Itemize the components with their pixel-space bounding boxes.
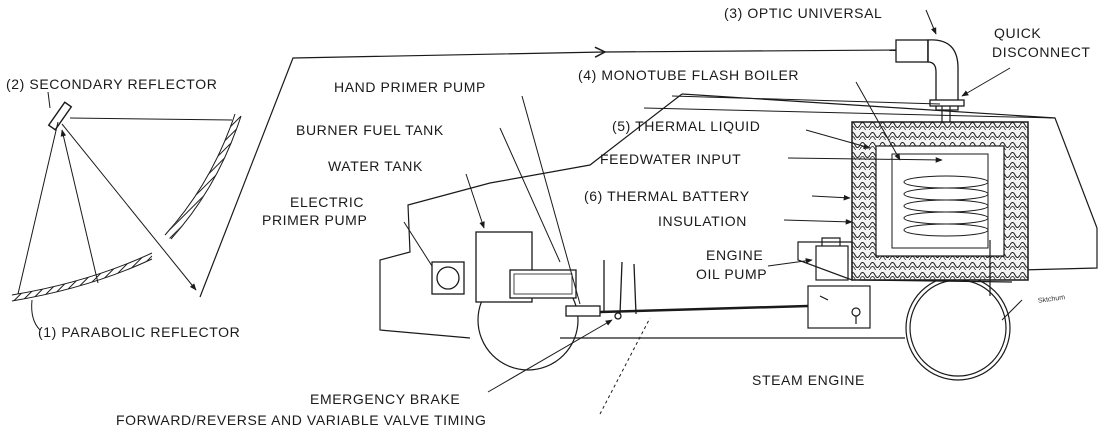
label-electric-primer-pump-1: ELECTRIC (290, 194, 365, 210)
parabolic-reflector-upper (165, 114, 241, 240)
hand-primer-pump (565, 305, 601, 317)
label-engine-oil-pump-1: ENGINE (706, 247, 764, 263)
boiler-coil (903, 175, 989, 237)
label-water-tank: WATER TANK (328, 158, 423, 174)
label-forward-reverse: FORWARD/REVERSE AND VARIABLE VALVE TIMIN… (116, 412, 487, 428)
label-insulation: INSULATION (658, 213, 747, 229)
engine-components (797, 237, 1013, 329)
tanks-pumps (431, 231, 809, 320)
leader-lines (403, 9, 1056, 415)
steam-engine-block (807, 285, 871, 329)
label-monotube-flash-boiler: (4) MONOTUBE FLASH BOILER (578, 67, 800, 83)
solar-collector (11, 50, 897, 331)
vehicle-body (379, 93, 1098, 339)
label-optic-universal: (3) OPTIC UNIVERSAL (724, 5, 883, 21)
water-tank (475, 231, 533, 303)
optic-universal (895, 39, 965, 181)
label-feedwater-input: FEEDWATER INPUT (600, 151, 742, 167)
label-secondary-reflector: (2) SECONDARY REFLECTOR (6, 76, 218, 92)
label-electric-primer-pump-2: PRIMER PUMP (262, 212, 368, 228)
label-quick-disconnect-2: DISCONNECT (992, 44, 1091, 60)
label-hand-primer-pump: HAND PRIMER PUMP (334, 79, 486, 95)
label-burner-fuel-tank: BURNER FUEL TANK (296, 122, 444, 138)
label-thermal-liquid: (5) THERMAL LIQUID (612, 118, 761, 134)
label-engine-oil-pump-2: OIL PUMP (696, 266, 768, 282)
burner-fuel-tank (509, 269, 577, 299)
label-steam-engine: STEAM ENGINE (752, 372, 865, 388)
engine-oil-pump (815, 245, 849, 281)
label-quick-disconnect-1: QUICK (994, 25, 1042, 41)
thermal-battery (851, 121, 1029, 296)
secondary-reflector (47, 101, 73, 131)
label-thermal-battery: (6) THERMAL BATTERY (584, 188, 750, 204)
label-emergency-brake: EMERGENCY BRAKE (310, 391, 461, 407)
rear-wheel (905, 275, 1011, 381)
label-parabolic-reflector: (1) PARABOLIC REFLECTOR (38, 324, 241, 340)
quick-disconnect (929, 99, 965, 107)
parabolic-reflector-lower (11, 253, 154, 301)
